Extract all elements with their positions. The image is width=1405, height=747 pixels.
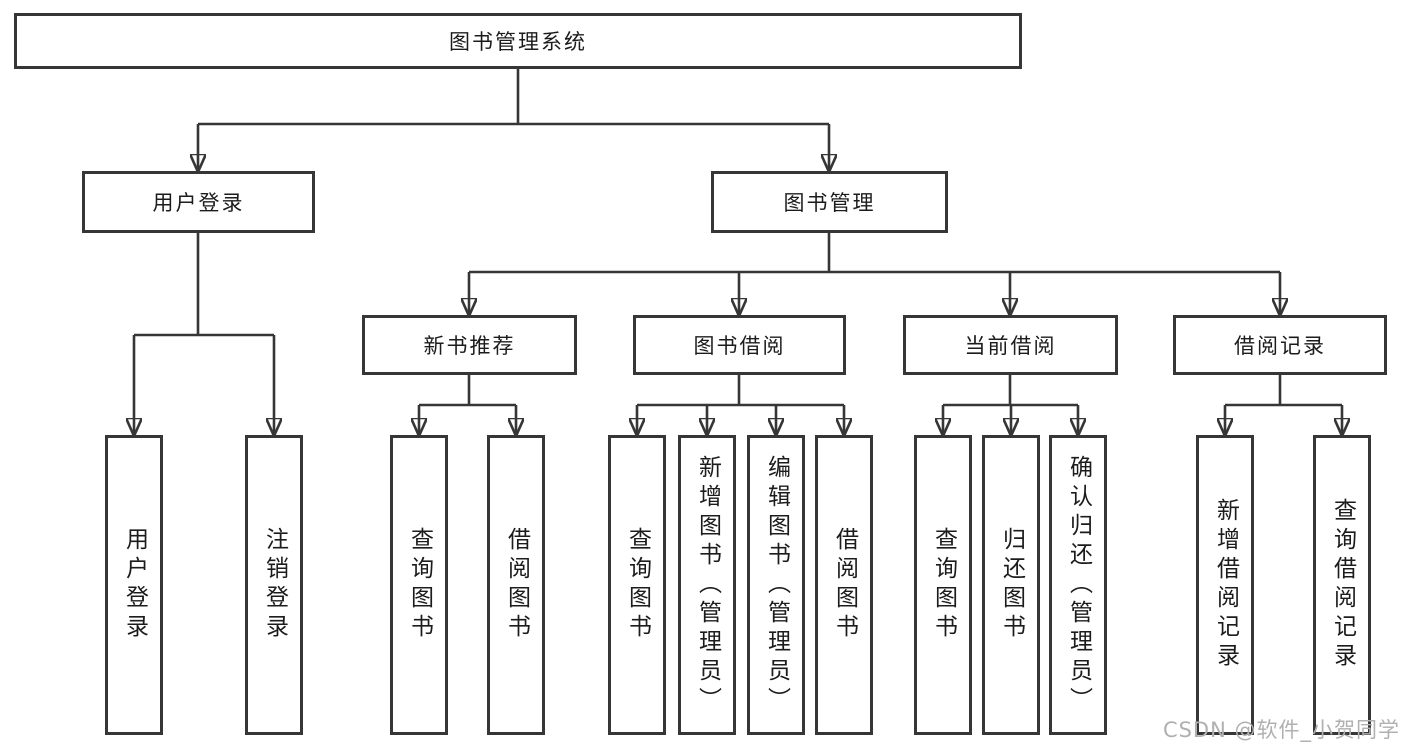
leaf-logout: 注销登录 <box>245 435 303 735</box>
node-new-book-recommend: 新书推荐 <box>362 315 577 375</box>
leaf-add-borrow-record: 新增借阅记录 <box>1196 435 1254 735</box>
connector-section3-children <box>1225 375 1342 435</box>
leaf-user-login: 用户登录 <box>105 435 163 735</box>
node-book-borrow: 图书借阅 <box>633 315 846 375</box>
node-root-system: 图书管理系统 <box>14 13 1022 69</box>
connector-section0-children <box>419 375 516 435</box>
leaf-query-books-current: 查询图书 <box>914 435 972 735</box>
connector-section1-children <box>637 375 844 435</box>
leaf-edit-books-admin: 编辑图书（管理员） <box>747 435 805 735</box>
node-user-login: 用户登录 <box>82 171 315 233</box>
node-current-borrow: 当前借阅 <box>903 315 1118 375</box>
node-borrow-records: 借阅记录 <box>1173 315 1387 375</box>
leaf-query-borrow-record: 查询借阅记录 <box>1313 435 1371 735</box>
connector-book-mgmt-sections <box>469 233 1280 315</box>
csdn-watermark: CSDN @软件_小贺同学 <box>1162 718 1400 742</box>
leaf-query-books-borrow: 查询图书 <box>608 435 666 735</box>
connector-root-to-level2 <box>198 69 829 171</box>
connector-section2-children <box>943 375 1078 435</box>
leaf-query-books-recommend: 查询图书 <box>390 435 448 735</box>
node-book-management: 图书管理 <box>711 171 948 233</box>
leaf-borrow-books: 借阅图书 <box>815 435 873 735</box>
leaf-borrow-books-recommend: 借阅图书 <box>487 435 545 735</box>
connector-user-login-children <box>134 233 274 435</box>
leaf-add-books-admin: 新增图书（管理员） <box>678 435 736 735</box>
leaf-return-books: 归还图书 <box>982 435 1040 735</box>
leaf-confirm-return-admin: 确认归还（管理员） <box>1049 435 1107 735</box>
